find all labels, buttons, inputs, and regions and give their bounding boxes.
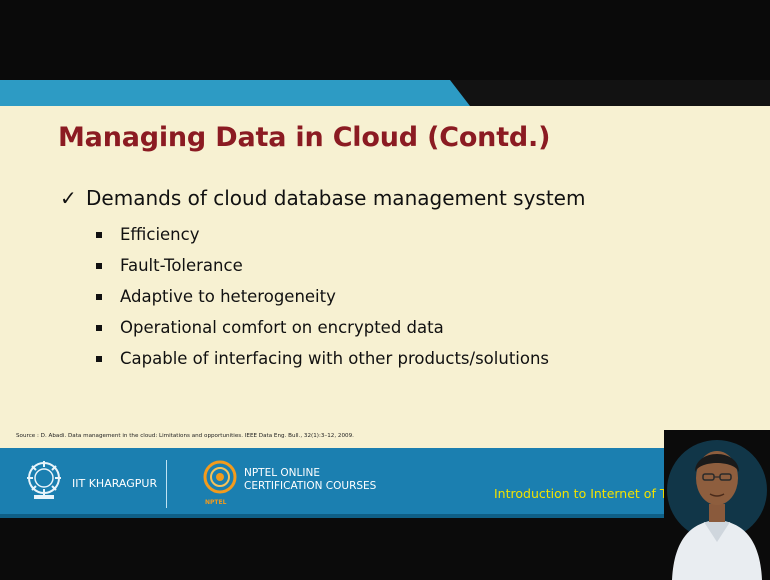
- footer-bar: [0, 448, 770, 514]
- video-bottom-letterbox: [0, 518, 770, 580]
- course-title: Introduction to Internet of T: [494, 486, 668, 501]
- square-bullet-icon: [96, 325, 102, 331]
- header-accent-bar: [0, 80, 470, 106]
- square-bullet-icon: [96, 263, 102, 269]
- nptel-wordmark: NPTEL: [205, 499, 227, 506]
- video-top-letterbox: [0, 0, 770, 80]
- sub-bullet-item: Fault-Tolerance: [96, 253, 549, 284]
- sub-bullet-item: Capable of interfacing with other produc…: [96, 346, 549, 377]
- nptel-logo-icon: [203, 460, 237, 494]
- footer-divider: [166, 460, 167, 508]
- sub-bullet-item: Operational comfort on encrypted data: [96, 315, 549, 346]
- slide-title: Managing Data in Cloud (Contd.): [58, 122, 551, 153]
- sub-bullet-list: Efficiency Fault-Tolerance Adaptive to h…: [96, 222, 549, 377]
- sub-bullet-item: Adaptive to heterogeneity: [96, 284, 549, 315]
- institute-name: IIT KHARAGPUR: [72, 477, 158, 490]
- nptel-title-line2: CERTIFICATION COURSES: [244, 480, 377, 492]
- source-citation: Source : D. Abadi. Data management in th…: [16, 433, 354, 439]
- sub-bullet-item: Efficiency: [96, 222, 549, 253]
- square-bullet-icon: [96, 294, 102, 300]
- presenter-video-overlay: [664, 430, 770, 580]
- main-bullet: ✓ Demands of cloud database management sy…: [60, 186, 585, 210]
- nptel-title-line1: NPTEL ONLINE: [244, 467, 320, 479]
- slide-body: [0, 106, 770, 448]
- checkmark-icon: ✓: [60, 186, 77, 210]
- main-bullet-text: Demands of cloud database management sys…: [86, 186, 586, 210]
- square-bullet-icon: [96, 356, 102, 362]
- square-bullet-icon: [96, 232, 102, 238]
- iit-kharagpur-logo-icon: [27, 461, 61, 499]
- footer-strip: [0, 514, 770, 518]
